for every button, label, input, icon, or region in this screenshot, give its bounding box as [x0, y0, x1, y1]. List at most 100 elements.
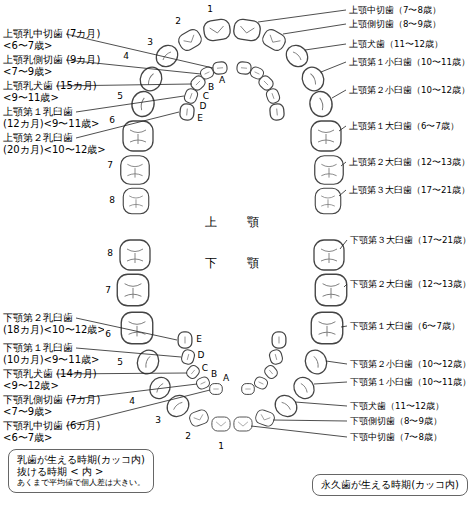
tooth-shape — [195, 375, 211, 390]
tooth-shape — [130, 89, 157, 118]
note-box: 乳歯が生える時期(カッコ内)抜ける時期 < 内 >あくまで平均値で個人差は大きい… — [8, 449, 154, 493]
tooth-shape — [213, 61, 228, 74]
leader-line — [76, 96, 184, 112]
callout-number: A — [222, 373, 230, 383]
callout-number: 5 — [116, 91, 124, 101]
tooth-shape — [121, 312, 153, 344]
jaw-title: 下顎 — [175, 256, 289, 270]
tooth-label: 下顎第１大臼歯（6〜7歳） — [350, 321, 460, 332]
leader-line — [339, 126, 346, 131]
leader-line — [332, 90, 346, 98]
leader-line — [344, 284, 347, 287]
tooth-shape — [237, 61, 252, 74]
tooth-label: 下顎第２小臼歯（10〜12歳） — [350, 359, 471, 370]
leader-line — [339, 190, 346, 196]
callout-number: 8 — [108, 195, 116, 205]
tooth-shape — [233, 18, 262, 41]
tooth-label: 下顎第２大臼歯（12〜13歳） — [350, 279, 471, 290]
tooth-label: 上顎第３大臼歯（17〜21歳） — [349, 185, 470, 196]
leader-line — [326, 361, 347, 364]
tooth-shape — [183, 87, 199, 104]
tooth-label: 下顎犬歯（11〜12歳） — [350, 401, 444, 412]
tooth-shape — [179, 103, 194, 120]
callout-number: 2 — [174, 16, 182, 26]
leader-line — [305, 44, 346, 50]
callout-number: 6 — [108, 115, 116, 125]
tooth-shape — [311, 312, 343, 344]
callout-number: 1 — [217, 441, 225, 451]
tooth-shape — [178, 332, 192, 348]
tooth-shape — [120, 240, 150, 270]
tooth-label: 上顎第１乳臼歯 (12カ月)<9〜11歳> — [3, 106, 111, 130]
tooth-label: 下顎中切歯（7〜8歳） — [350, 432, 442, 443]
callout-number: 4 — [128, 396, 136, 406]
leader-line — [321, 62, 346, 72]
tooth-label: 下顎第１乳臼歯 (10カ月)<9〜11歳> — [3, 342, 111, 366]
tooth-shape — [188, 408, 210, 427]
tooth-shape — [260, 27, 288, 53]
tooth-shape — [176, 27, 204, 53]
tooth-label: 上顎中切歯（7〜8歳） — [349, 5, 441, 16]
tooth-shape — [117, 274, 149, 306]
tooth-label: 下顎側切歯（8〜9歳） — [350, 416, 442, 427]
tooth-label: 上顎乳側切歯 (9カ月)<7〜9歳> — [3, 54, 111, 78]
jaw-title: 上顎 — [175, 215, 289, 229]
tooth-label: 上顎犬歯（11〜12歳） — [349, 39, 443, 50]
leader-line — [341, 162, 346, 166]
tooth-label: 上顎乳犬歯 (15カ月)<9〜11歳> — [3, 80, 111, 104]
upper-primary-teeth — [179, 61, 284, 120]
callout-number: 2 — [184, 431, 192, 441]
note-text: 乳歯が生える時期(カッコ内) — [17, 454, 145, 466]
tooth-label: 上顎第１小臼歯（10〜11歳） — [349, 57, 470, 68]
callout-number: 6 — [104, 329, 112, 339]
note-text: 抜ける時期 < 内 > — [17, 466, 145, 478]
note-box: 永久歯が生える時期(カッコ内) — [312, 474, 468, 496]
leader-line — [251, 426, 347, 437]
tooth-shape — [272, 332, 286, 348]
tooth-shape — [263, 364, 279, 381]
tooth-shape — [134, 347, 162, 377]
lower-primary-teeth — [178, 332, 286, 394]
tooth-label: 上顎第２乳臼歯 (20カ月)<10〜12歳> — [3, 132, 111, 156]
note-text: 永久歯が生える時期(カッコ内) — [321, 479, 459, 491]
tooth-shape — [311, 121, 341, 151]
callout-number: C — [201, 363, 209, 373]
lower-permanent-teeth — [117, 240, 347, 431]
tooth-shape — [123, 121, 153, 151]
tooth-shape — [308, 89, 335, 118]
tooth-label: 上顎第１大臼歯（6〜7歳） — [349, 121, 459, 132]
tooth-shape — [282, 41, 312, 71]
leader-line — [295, 402, 347, 406]
tooth-shape — [268, 349, 283, 366]
tooth-label: 下顎乳中切歯 (6カ月)<6〜7歳> — [3, 420, 111, 444]
tooth-shape — [210, 384, 223, 395]
tooth-shape — [315, 156, 344, 185]
callout-number: 7 — [106, 160, 114, 170]
callout-number: D — [197, 350, 206, 360]
tooth-shape — [212, 417, 230, 431]
tooth-shape — [242, 384, 255, 395]
tooth-shape — [302, 347, 330, 377]
callout-number: 1 — [206, 4, 214, 14]
tooth-shape — [152, 41, 182, 71]
tooth-shape — [185, 364, 201, 381]
leader-line — [273, 420, 347, 421]
tooth-label: 上顎第２大臼歯（12〜13歳） — [349, 157, 470, 168]
tooth-label: 上顎側切歯（8〜9歳） — [349, 19, 441, 30]
tooth-shape — [254, 408, 276, 427]
callout-number: 3 — [154, 415, 162, 425]
upper-permanent-teeth — [121, 18, 344, 213]
callout-number: D — [199, 101, 208, 111]
note-text: あくまで平均値で個人差は大きい。 — [17, 478, 145, 488]
leader-line — [340, 240, 347, 249]
callout-number: 7 — [104, 285, 112, 295]
tooth-label: 下顎第１小臼歯（10〜11歳） — [350, 377, 471, 388]
leader-line — [258, 10, 346, 22]
callout-number: E — [196, 113, 204, 123]
tooth-shape — [315, 274, 347, 306]
callout-number: 4 — [122, 51, 130, 61]
tooth-label: 下顎第２乳臼歯 (18カ月)<10〜12歳> — [3, 312, 111, 336]
leader-line — [341, 326, 347, 327]
tooth-shape — [234, 417, 252, 431]
